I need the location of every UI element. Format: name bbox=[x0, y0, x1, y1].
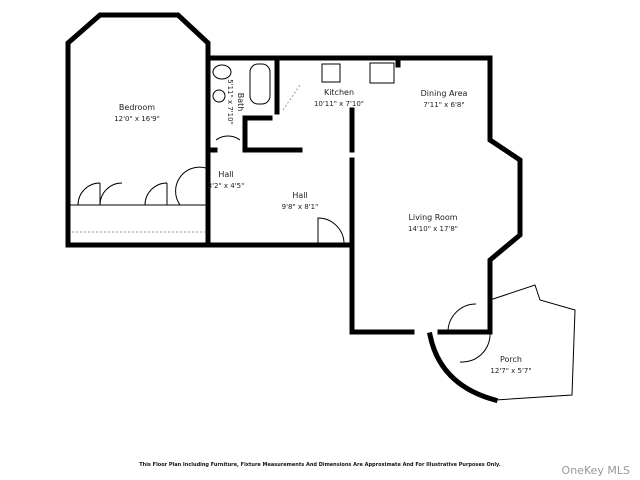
room-dims: 3'2" x 4'5" bbox=[208, 182, 245, 190]
room-dims: 7'11" x 6'8" bbox=[423, 101, 464, 109]
room-name: Bath bbox=[236, 93, 245, 112]
bathtub-icon bbox=[249, 63, 271, 105]
watermark: OneKey MLS bbox=[561, 464, 630, 477]
room-name: Dining Area bbox=[421, 89, 468, 98]
bedroom-walls bbox=[65, 12, 211, 248]
disclaimer: This Floor Plan Including Furniture, Fix… bbox=[139, 462, 501, 468]
room-dims: 12'7" x 5'7" bbox=[490, 367, 531, 375]
counter-line bbox=[282, 84, 301, 111]
closet-door bbox=[144, 166, 207, 206]
entry-door bbox=[317, 217, 345, 246]
room-name: Kitchen bbox=[324, 88, 354, 97]
room-dims: 9'8" x 8'1" bbox=[282, 203, 319, 211]
room-dims: 5'11" x 7'10" bbox=[226, 79, 234, 125]
closet-door bbox=[77, 182, 123, 206]
room-dims: 14'10" x 17'8" bbox=[408, 225, 458, 233]
toilet-icon bbox=[212, 64, 232, 80]
bath-door bbox=[215, 135, 241, 141]
room-name: Hall bbox=[292, 191, 307, 200]
room-name: Bedroom bbox=[119, 103, 155, 112]
room-name: Living Room bbox=[408, 213, 457, 222]
exterior-wall-east bbox=[205, 55, 523, 335]
porch-curved-wall bbox=[427, 332, 499, 404]
room-name: Hall bbox=[218, 170, 233, 179]
kitchen-sink-icon bbox=[321, 63, 341, 83]
room-name: Porch bbox=[500, 355, 522, 364]
sink-icon bbox=[212, 89, 226, 103]
room-dims: 10'11" x 7'10" bbox=[314, 100, 364, 108]
stove-icon bbox=[369, 62, 395, 84]
porch-door bbox=[447, 303, 491, 363]
room-dims: 12'0" x 16'9" bbox=[114, 115, 160, 123]
porch-outline bbox=[489, 284, 576, 401]
